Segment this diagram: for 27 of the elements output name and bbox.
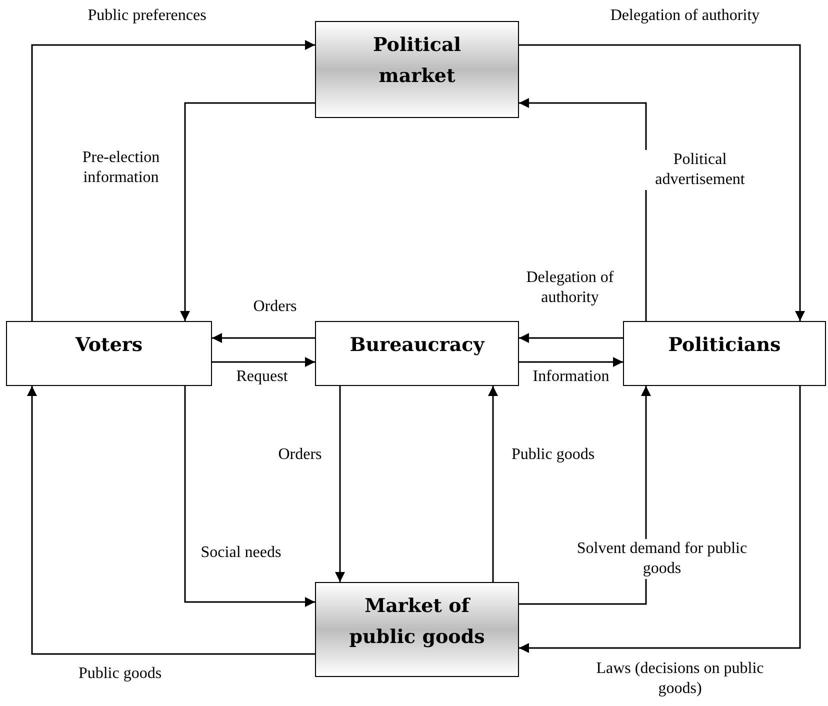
arrow [519,98,647,321]
arrow [519,333,623,343]
arrow [519,44,805,321]
node-label: Market of public goods [348,594,486,650]
node-label: Politicians [668,333,781,358]
arrow [212,357,315,367]
arrow [519,357,623,367]
process-box [315,321,519,386]
arrow [184,386,315,607]
process-box [623,321,826,386]
node-label: Bureaucracy [350,333,484,358]
process-box [315,21,519,118]
edge-label: Public goods [77,664,163,684]
edge-label: Delegation of authority [609,6,761,26]
edge-label: Public goods [510,445,596,465]
arrow [335,386,345,582]
edge-label: Public preferences [86,6,208,26]
arrow [212,333,315,343]
arrow [31,40,315,321]
arrow [180,102,315,321]
node-label: Political market [372,33,462,89]
process-box [315,582,519,677]
process-box [6,321,212,386]
arrow [27,386,315,655]
arrow [488,386,498,582]
arrow [519,386,651,605]
node-label: Voters [75,333,143,358]
